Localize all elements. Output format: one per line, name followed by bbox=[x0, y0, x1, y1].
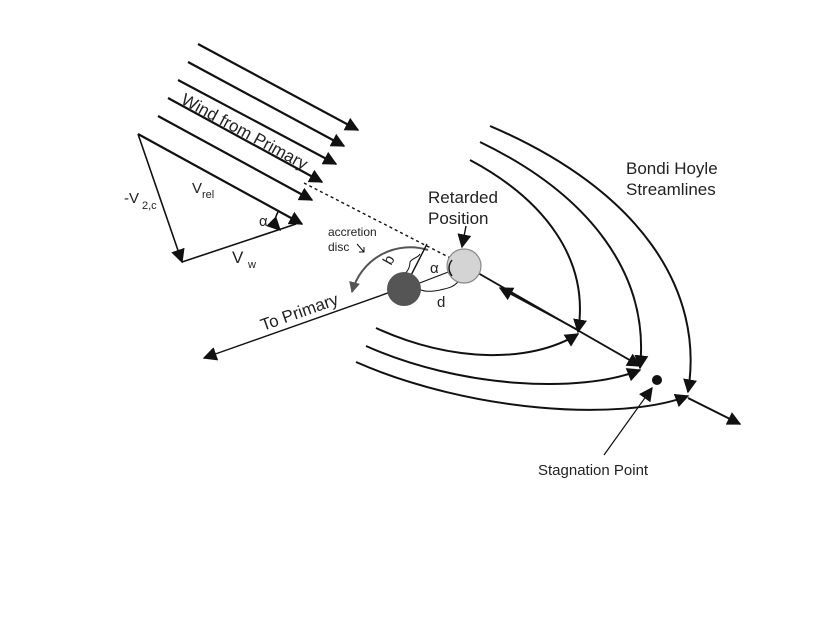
stagnation-pointer-arrow bbox=[603, 386, 653, 456]
secondary-star bbox=[387, 272, 421, 306]
d-label: d bbox=[437, 294, 445, 311]
accretion-label-line2: disc bbox=[328, 240, 349, 254]
stagnation-label: Stagnation Point bbox=[538, 462, 649, 479]
wind-line-3 bbox=[177, 79, 338, 165]
accretion-label-line1: accretion bbox=[328, 225, 377, 239]
vrel-label: V bbox=[192, 180, 202, 197]
wind-line-6 bbox=[137, 133, 304, 225]
to-primary-label: To Primary bbox=[258, 290, 341, 335]
upper-streamline-1 bbox=[469, 159, 587, 334]
velocity-triangle bbox=[137, 133, 297, 264]
retarded-label-line2: Position bbox=[428, 209, 488, 228]
alpha-star-label: α bbox=[430, 260, 439, 277]
to-primary-arrow bbox=[202, 287, 403, 361]
lower-streamline-2 bbox=[365, 345, 642, 385]
v2c-subscript: 2,c bbox=[142, 200, 157, 212]
vw-subscript: w bbox=[247, 259, 256, 271]
retarded-position-star bbox=[446, 248, 482, 284]
alpha-arc-star bbox=[448, 259, 453, 277]
stagnation-point bbox=[652, 375, 662, 385]
v2c-label: -V bbox=[124, 190, 139, 207]
d-brace bbox=[415, 281, 459, 292]
lower-streamlines bbox=[355, 327, 690, 411]
upper-streamline-2 bbox=[479, 141, 649, 370]
outflow-arrow bbox=[687, 397, 742, 425]
wind-line-2 bbox=[187, 61, 346, 147]
wind-lines bbox=[137, 43, 360, 225]
lower-streamline-1 bbox=[375, 327, 580, 357]
wind-label: Wind from Primary bbox=[178, 90, 311, 174]
upper-streamline-3 bbox=[489, 125, 697, 394]
alpha-arc-triangle bbox=[266, 211, 281, 231]
wind-line-4 bbox=[167, 97, 324, 183]
bondi-hoyle-label-line1: Bondi Hoyle bbox=[626, 159, 718, 178]
bondi-hoyle-label-line2: Streamlines bbox=[626, 180, 716, 199]
accretion-pointer-arrow bbox=[356, 243, 365, 253]
v2c-vector bbox=[137, 133, 185, 264]
axis-backflow-arrow bbox=[498, 287, 579, 331]
retarded-label-line1: Retarded bbox=[428, 188, 498, 207]
wind-line-1 bbox=[197, 43, 360, 131]
vw-label: V bbox=[232, 248, 244, 267]
vrel-subscript: rel bbox=[202, 189, 214, 201]
accretion-disc-arc bbox=[349, 246, 429, 294]
upper-streamlines bbox=[469, 125, 697, 394]
wind-line-5 bbox=[157, 115, 314, 201]
retarded-pointer-arrow bbox=[457, 225, 472, 249]
alpha-triangle-label: α bbox=[259, 213, 268, 230]
lower-streamline-3 bbox=[355, 361, 690, 411]
b-label: b bbox=[380, 252, 399, 268]
